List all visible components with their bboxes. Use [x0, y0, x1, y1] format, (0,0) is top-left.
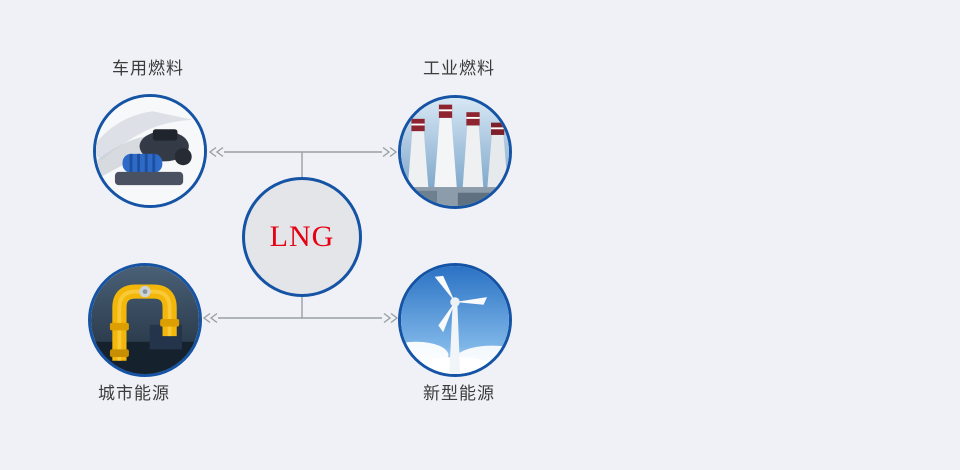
wind-turbine-icon	[401, 266, 509, 374]
label-vehicle-fuel: 车用燃料	[112, 59, 184, 78]
car-engine-icon	[96, 97, 204, 205]
node-city-energy	[88, 263, 202, 377]
node-new-energy	[398, 263, 512, 377]
node-industrial-fuel	[398, 95, 512, 209]
lng-label: LNG	[269, 220, 335, 253]
label-city-energy: 城市能源	[98, 384, 170, 403]
label-industrial-fuel: 工业燃料	[423, 59, 495, 78]
label-new-energy: 新型能源	[423, 384, 495, 403]
factory-chimneys-icon	[401, 98, 509, 206]
center-lng-node: LNG	[242, 177, 362, 297]
gas-pipeline-icon	[91, 266, 199, 374]
node-vehicle-fuel	[93, 94, 207, 208]
